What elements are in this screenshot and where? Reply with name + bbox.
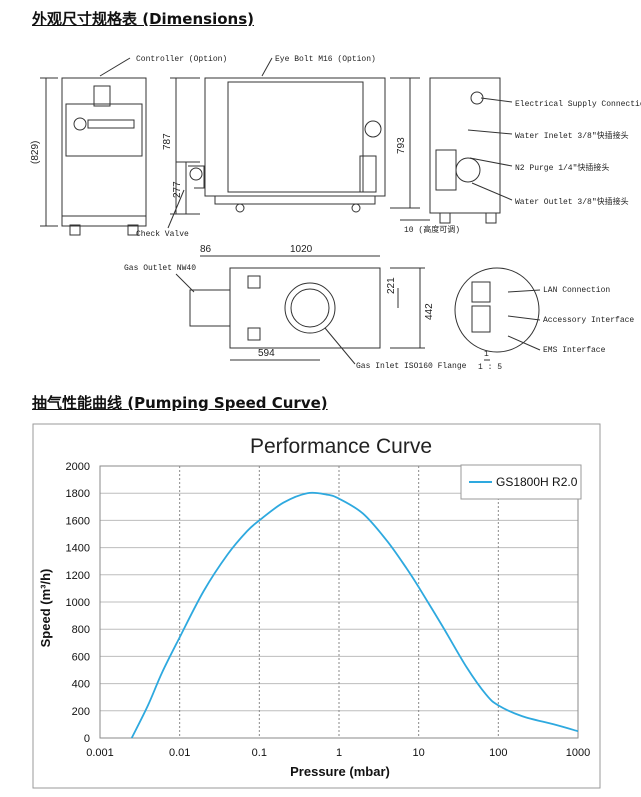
- dim-829: (829): [30, 141, 41, 164]
- scale-bottom: 1 : 5: [478, 363, 502, 372]
- x-tick-label: 0.01: [169, 747, 190, 759]
- water-outlet-label: Water Outlet 3/8"快插接头: [515, 196, 629, 207]
- x-tick-label: 10: [413, 747, 425, 759]
- y-tick-label: 0: [84, 733, 90, 745]
- dim-442: 442: [424, 303, 435, 320]
- dimensions-title: 外观尺寸规格表 (Dimensions): [32, 10, 254, 28]
- gas-inlet-label: Gas Inlet ISO160 Flange: [356, 362, 467, 371]
- x-tick-label: 0.1: [252, 747, 267, 759]
- y-tick-label: 1600: [66, 515, 90, 527]
- chart-title: Performance Curve: [250, 435, 432, 458]
- performance-chart: Performance Curve 0 200 400 600 800 1000 1200 1…: [32, 423, 601, 789]
- electrical-label: Electrical Supply Connection: [515, 100, 641, 109]
- dim-86: 86: [200, 244, 212, 255]
- y-tick-label: 1200: [66, 570, 90, 582]
- x-tick-label: 0.001: [86, 747, 114, 759]
- end-view: [429, 77, 501, 214]
- lan-label: LAN Connection: [543, 286, 610, 295]
- y-tick-label: 1000: [66, 597, 90, 609]
- dim-277: 277: [172, 181, 183, 198]
- y-tick-label: 1800: [66, 488, 90, 500]
- ems-label: EMS Interface: [543, 346, 606, 355]
- y-axis-label: Speed (m³/h): [38, 569, 53, 648]
- eye-bolt-label: Eye Bolt M16 (Option): [275, 55, 376, 64]
- accessory-label: Accessory Interface: [543, 316, 634, 325]
- dim-793: 793: [396, 137, 407, 154]
- plot-area: [99, 465, 579, 739]
- gas-outlet-label: Gas Outlet NW40: [124, 264, 196, 273]
- front-view: [61, 77, 147, 227]
- dimension-drawing: Controller (Option) Eye Bolt M16 (Option…: [30, 55, 641, 372]
- curve-title: 抽气性能曲线 (Pumping Speed Curve): [32, 394, 328, 412]
- x-tick-label: 1: [336, 747, 342, 759]
- series-line: [130, 491, 579, 739]
- dim-221: 221: [386, 277, 397, 294]
- y-tick-label: 400: [72, 679, 90, 691]
- x-tick-label: 100: [489, 747, 507, 759]
- top-view: [229, 267, 381, 349]
- x-tick-label: 1000: [566, 747, 590, 759]
- side-view: [204, 77, 386, 197]
- y-tick-label: 2000: [66, 461, 90, 473]
- n2-purge-label: N2 Purge 1/4"快插接头: [515, 162, 609, 173]
- y-tick-label: 800: [72, 624, 90, 636]
- y-tick-label: 200: [72, 706, 90, 718]
- controller-label: Controller (Option): [136, 55, 227, 64]
- scale-top: 1: [484, 350, 489, 359]
- dim-594: 594: [258, 348, 275, 359]
- y-tick-label: 600: [72, 651, 90, 663]
- dim-787: 787: [162, 133, 173, 150]
- dim-1020: 1020: [290, 244, 313, 255]
- y-tick-label: 1400: [66, 543, 90, 555]
- height-note-label: 10 (高度可调): [404, 224, 460, 235]
- connector-detail: [454, 267, 540, 353]
- legend-label: GS1800H R2.0: [496, 475, 578, 489]
- x-axis-label: Pressure (mbar): [290, 764, 390, 779]
- check-valve-label: Check Valve: [136, 230, 189, 239]
- water-inlet-label: Water Inelet 3/8"快插接头: [515, 130, 629, 141]
